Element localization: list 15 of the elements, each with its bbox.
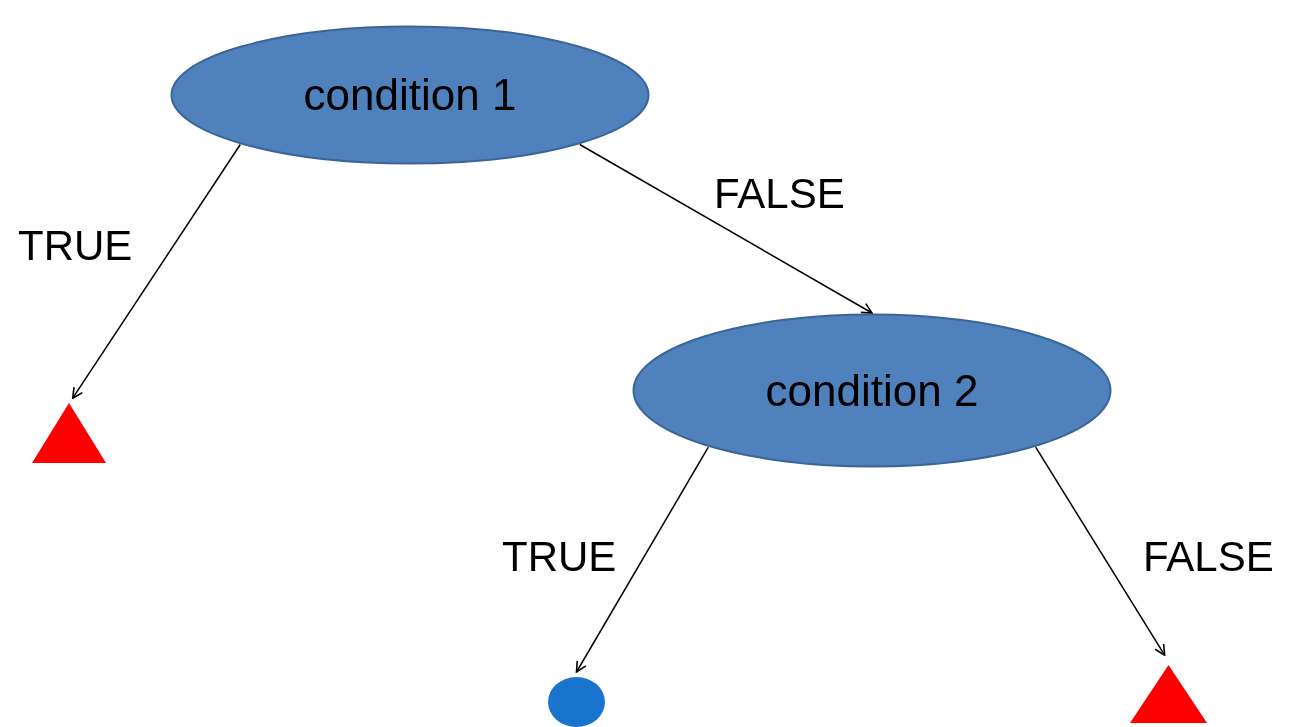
circle-marker	[548, 677, 605, 727]
node-label: condition 2	[765, 365, 979, 416]
edge-label: FALSE	[1143, 533, 1274, 581]
edge-label: FALSE	[714, 170, 845, 218]
arrow	[1034, 446, 1166, 656]
node-label: condition 1	[303, 70, 517, 120]
decision-ellipse	[632, 313, 1112, 468]
arrow	[71, 143, 242, 399]
edge-label: TRUE	[18, 222, 133, 270]
edge-label: TRUE	[502, 533, 617, 581]
triangle-marker	[1130, 665, 1207, 723]
decision-ellipse	[170, 25, 650, 165]
arrow	[578, 143, 873, 314]
arrow	[575, 446, 710, 673]
triangle-marker	[32, 403, 106, 463]
